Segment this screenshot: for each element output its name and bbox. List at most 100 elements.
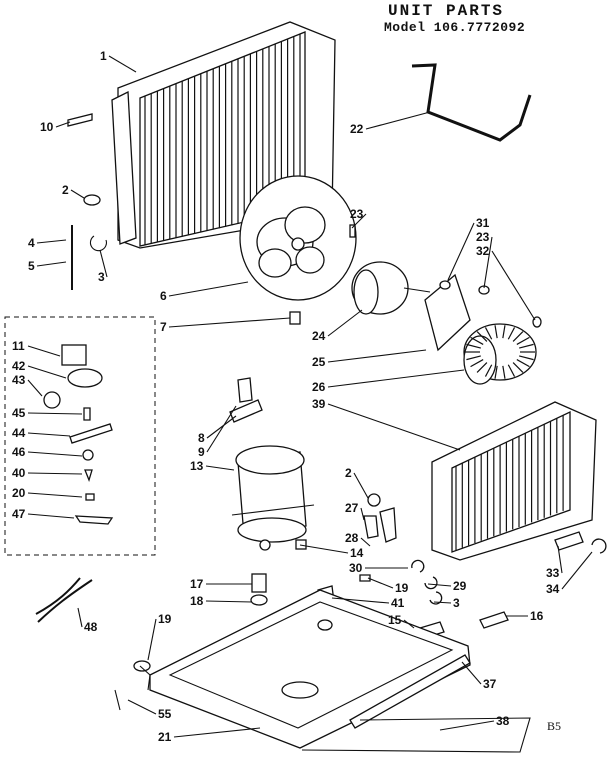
base-pan (114, 589, 531, 753)
callout-label: 38 (496, 714, 510, 728)
leader-line (491, 250, 536, 321)
callout-label: 45 (12, 406, 26, 420)
leader-line (168, 281, 249, 297)
leader-line (327, 309, 363, 337)
leader-line (99, 249, 108, 278)
callout-label: 20 (12, 486, 26, 500)
callout-label: 33 (546, 566, 560, 580)
callout-label: 34 (546, 582, 560, 596)
leader-line (439, 720, 495, 731)
callout-label: 8 (198, 431, 205, 445)
callout-label: 41 (391, 596, 405, 610)
callout-label: 44 (12, 426, 26, 440)
electrical-parts-box (4, 316, 156, 556)
leader-line (70, 189, 85, 199)
callout-label: 10 (40, 120, 54, 134)
callout-label: 7 (160, 320, 167, 334)
power-cord (35, 577, 93, 623)
callout-label: 13 (190, 459, 204, 473)
leader-line (27, 432, 71, 437)
blower-wheel (463, 323, 537, 385)
callout-label: 23 (476, 230, 490, 244)
callout-label: 6 (160, 289, 167, 303)
callout-label: 25 (312, 355, 326, 369)
leader-line (205, 600, 253, 603)
callout-label: 24 (312, 329, 326, 343)
callout-label: 15 (388, 613, 402, 627)
leader-line (36, 239, 67, 244)
callout-label: 29 (453, 579, 467, 593)
callout-label: 37 (483, 677, 497, 691)
leader-line (353, 472, 369, 499)
callout-label: 2 (345, 466, 352, 480)
callout-label: 14 (350, 546, 364, 560)
leader-line (168, 317, 291, 328)
leader-line (27, 513, 75, 519)
callout-label: 39 (312, 397, 326, 411)
leader-line (27, 379, 43, 397)
leader-line (427, 583, 452, 587)
leader-line (327, 369, 465, 388)
callout-label: 5 (28, 259, 35, 273)
leader-line (351, 213, 367, 229)
leader-line (360, 537, 371, 547)
callout-label: 2 (62, 183, 69, 197)
callout-label: 30 (349, 561, 363, 575)
leader-line (173, 727, 261, 738)
leader-line (461, 661, 482, 685)
callout-label: 18 (190, 594, 204, 608)
callout-label: 3 (98, 270, 105, 284)
leader-line (206, 405, 237, 453)
callout-label: 21 (158, 730, 172, 744)
callout-label: 55 (158, 707, 172, 721)
electrical-parts (43, 344, 114, 525)
callout-label: 40 (12, 466, 26, 480)
leader-line (561, 551, 593, 590)
page-title: UNIT PARTS (388, 2, 505, 20)
callout-label: 16 (530, 609, 544, 623)
leader-line (27, 365, 67, 379)
leader-line (206, 415, 237, 439)
callout-label: 48 (84, 620, 98, 634)
small-parts (67, 113, 607, 672)
leader-line (36, 261, 67, 267)
callout-label: 28 (345, 531, 359, 545)
callout-label: 23 (350, 207, 364, 221)
callout-label: 31 (476, 216, 490, 230)
leader-line (483, 236, 493, 289)
callout-label: 11 (12, 339, 25, 353)
refrigerant-tube (411, 63, 532, 142)
fan-motor (351, 261, 431, 315)
callout-label: 42 (12, 359, 26, 373)
leader-line (331, 597, 390, 604)
leader-line (360, 507, 365, 521)
leader-line (447, 222, 475, 281)
leader-line (433, 601, 452, 604)
leader-line (108, 55, 137, 73)
leader-line (557, 545, 563, 574)
evaporator-coil (431, 401, 597, 561)
leader-line (367, 577, 394, 589)
leader-line (327, 349, 427, 363)
leader-line (327, 403, 461, 451)
leader-line (27, 345, 61, 357)
callout-label: 9 (198, 445, 205, 459)
callout-label: 27 (345, 501, 359, 515)
callout-label: 19 (158, 612, 172, 626)
leader-line (27, 472, 83, 475)
leader-line (55, 121, 71, 128)
callout-label: 43 (12, 373, 26, 387)
leader-line (27, 412, 83, 415)
leader-line (403, 619, 415, 629)
leader-line (77, 607, 83, 628)
callout-label: 47 (12, 507, 26, 521)
callout-label: 1 (100, 49, 107, 63)
callout-label: 3 (453, 596, 460, 610)
callout-label: 22 (350, 122, 364, 136)
leader-line (147, 618, 157, 661)
callout-label: 19 (395, 581, 409, 595)
model-number: Model 106.7772092 (384, 20, 526, 35)
callout-label: 4 (28, 236, 35, 250)
leader-line (27, 492, 83, 498)
